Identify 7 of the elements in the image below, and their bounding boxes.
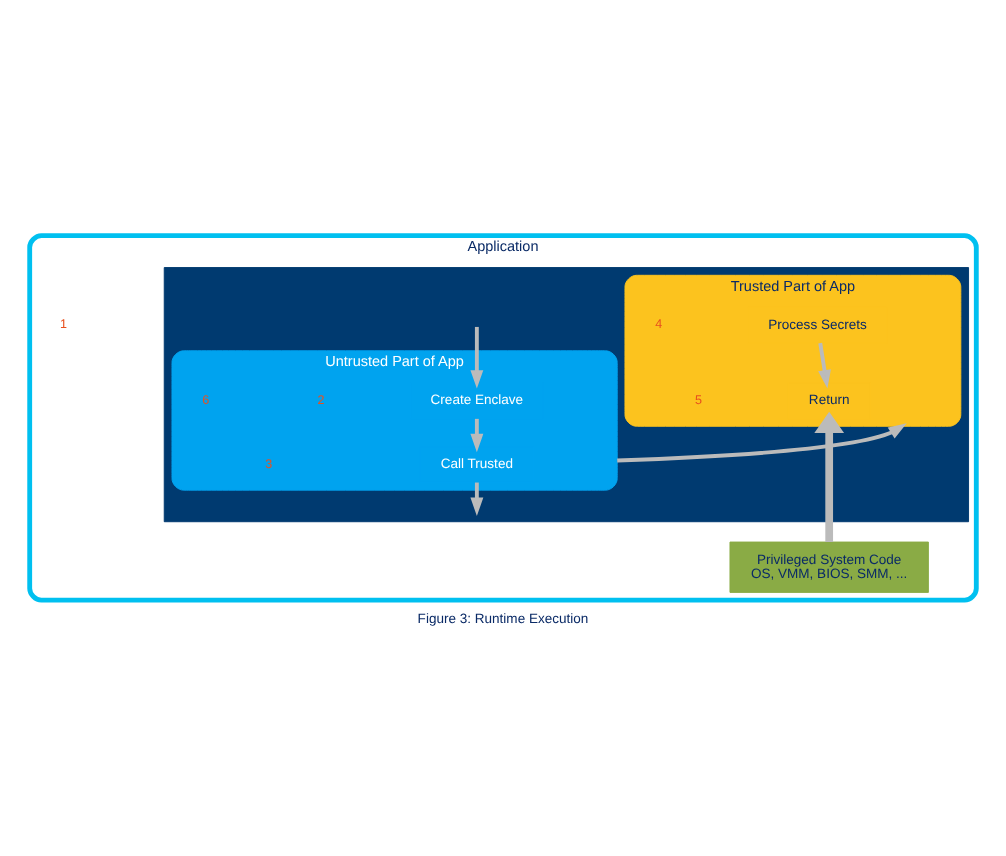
arrow — [470, 481, 484, 516]
cluster — [163, 266, 970, 522]
arrow — [470, 417, 484, 452]
arrow — [814, 410, 845, 541]
arrow — [470, 325, 484, 388]
arrow — [818, 341, 831, 388]
arrow — [617, 422, 907, 462]
